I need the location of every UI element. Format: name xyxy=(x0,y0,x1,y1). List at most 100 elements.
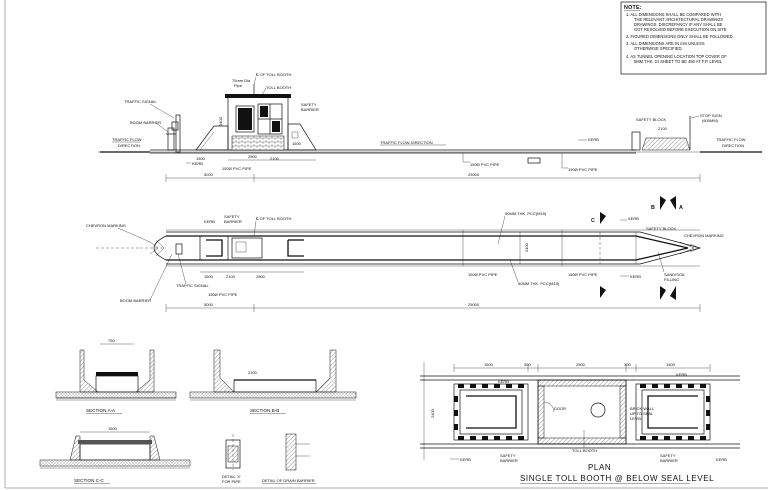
note-line: DRAWINGS. DISCREPANCY IF ANY SHALL BE xyxy=(634,22,723,27)
flow-direction-label: DIRECTION xyxy=(118,143,140,148)
safety-barrier-label: SAFETY xyxy=(500,453,516,458)
single-toll-booth-plan: DOOR 1500 300 2500 300 1500 2400 KERB xyxy=(420,362,740,484)
dim-label: 300 xyxy=(524,362,531,367)
safety-block-label: SAFETY BLOCK xyxy=(646,226,676,231)
note-line: 5MM THK. GI SHEET TO BE 450 AT F.P. LEVE… xyxy=(634,59,723,64)
section-marker-a: A xyxy=(670,196,683,300)
section-bb-title: SECTION B-B xyxy=(250,408,279,413)
detail-title: FOR PIPE xyxy=(222,479,241,484)
safety-barrier-label: SAFETY xyxy=(224,214,240,219)
kerb-label: KERB xyxy=(588,137,599,142)
flow-direction-label: TRAFFIC FLOW xyxy=(716,137,746,142)
notes-title: NOTE: xyxy=(624,5,642,11)
note-line: 2. FIGURED DIMENSIONS ONLY SHALL BE FOLL… xyxy=(626,34,734,39)
dim-label: 2500 xyxy=(248,154,258,159)
section-marker-b: B xyxy=(651,196,666,300)
note-line: 4. AS TUNNEL OPENING LOCATION TOP COVER … xyxy=(626,54,727,59)
dim-label: 5000 xyxy=(204,172,214,177)
toll-booth-label: TOLL BOOTH xyxy=(572,448,597,453)
pipe-label: 75mm Dia xyxy=(232,78,251,83)
door-label: DOOR xyxy=(554,406,566,411)
traffic-signal-post xyxy=(175,114,181,153)
note-line: OTHERWISE SPECIFIED. xyxy=(634,46,683,51)
dim-label: 3400 xyxy=(218,116,223,126)
dim-label: 2400 xyxy=(524,242,529,252)
section-aa: 750 SECTION A-A xyxy=(55,338,177,414)
dim-label: 2500 xyxy=(256,274,266,279)
dim-label: 1500 xyxy=(108,426,118,431)
kerb-label: KERB xyxy=(628,216,639,221)
pvc-pipe-label: 150Ø PVC PIPE xyxy=(468,272,498,277)
dim-label: 1500 xyxy=(292,141,302,146)
brick-wall-label: UP TO SEAL xyxy=(630,411,654,416)
pipe-label: Pipe xyxy=(234,83,243,88)
section-marker-c: C xyxy=(591,212,606,298)
pvc-pipe-label: 150Ø PVC PIPE xyxy=(470,162,500,167)
kerb-label: KERB xyxy=(204,219,215,224)
dim-label: 25000 xyxy=(468,302,480,307)
booth-door xyxy=(235,105,255,133)
dim-label: 1500 xyxy=(204,274,214,279)
pcc-label: 50MM THK. PCC(M15) xyxy=(505,211,547,216)
kerb-label: KERB xyxy=(716,457,727,462)
kerb-label: KERB xyxy=(676,372,687,377)
toll-booth-centerline-label: ℄ OF TOLL BOOTH xyxy=(256,72,292,77)
svg-text:A: A xyxy=(679,205,683,211)
door-swing xyxy=(543,401,555,413)
dim-label: 1500 xyxy=(196,156,206,161)
toll-booth-centerline-label: ℄ OF TOLL BOOTH xyxy=(256,216,292,221)
safety-barrier-label: SAFETY xyxy=(301,102,317,107)
notes-box: NOTE: 1. ALL DIMENSIONS SHALL BE COMPARE… xyxy=(620,1,767,75)
section-aa-title: SECTION A-A xyxy=(86,408,116,413)
toll-booth-label: TOLL BOOTH xyxy=(266,85,291,90)
note-line: 1. ALL DIMENSIONS SHALL BE COMPARED WITH xyxy=(626,12,721,17)
traffic-signal-label: TRAFFIC SIGNAL xyxy=(124,99,157,104)
island-outline xyxy=(166,235,689,261)
pvc-pipe-label: 150Ø PVC PIPE xyxy=(568,167,598,172)
plan-view: CHEVRON MARKING CHEVRON MARKING KERB SAF… xyxy=(86,196,724,312)
section-cc: 1500 SECTION C-C xyxy=(39,426,191,484)
pcc-label: 50MM THK. PCC(M15) xyxy=(518,281,560,286)
sand-filling-label: SAND/SOIL xyxy=(664,272,686,277)
flow-direction-label: TRAFFIC FLOW xyxy=(112,137,142,142)
safety-barrier-label: BARRIER xyxy=(224,219,242,224)
dim-label: 2100 xyxy=(248,370,258,375)
booth-plan-room xyxy=(537,379,627,445)
pvc-pipe-label: 150Ø PVC PIPE xyxy=(222,166,252,171)
pvc-pipe-label: 150Ø PVC PIPE xyxy=(568,272,598,277)
pvc-pipe-label: 150Ø PVC PIPE xyxy=(208,292,238,297)
note-line: GOT RESOLVED BEFORE EXECUTION ON SITE xyxy=(634,27,727,32)
dim-label: 300 xyxy=(624,362,631,367)
detail-title: DETAIL 'X' xyxy=(222,474,241,479)
safety-barrier-label: BARRIER xyxy=(500,458,518,463)
dim-label: 2100 xyxy=(658,126,668,131)
chevron-marking-label: CHEVRON MARKING xyxy=(684,233,724,238)
stop-sign-label: (600MM) xyxy=(702,118,719,123)
section-cc-title: SECTION C-C xyxy=(74,478,105,483)
dim-label: 2400 xyxy=(430,408,435,418)
dim-label: 2100 xyxy=(226,274,236,279)
toll-booth-plan xyxy=(231,237,263,259)
brick-wall-label: BRICK WALL xyxy=(630,406,655,411)
section-bb: 2100 SECTION B-B xyxy=(189,349,357,414)
dim-label: 2500 xyxy=(576,362,586,367)
flow-direction-label: DIRECTION xyxy=(722,143,744,148)
note-line: THE RELEVANT ARCHITECTURAL DRAWINGS xyxy=(634,17,723,22)
traffic-signal-label: TRAFFIC SIGNAL xyxy=(176,283,209,288)
safety-barrier-label: SAFETY xyxy=(660,453,676,458)
svg-text:C: C xyxy=(591,218,595,224)
kerb-label: KERB xyxy=(192,161,203,166)
flow-direction-label: TRAFFIC FLOW DIRECTION xyxy=(380,140,433,145)
chevron-marking-left xyxy=(153,235,167,261)
kerb-label: KERB xyxy=(460,457,471,462)
stop-sign-label: STOP SIGN xyxy=(700,113,722,118)
dim-label: 1500 xyxy=(666,362,676,367)
dim-label: 750 xyxy=(108,338,115,343)
dim-label: 5000 xyxy=(204,302,214,307)
boom-barrier-label: BOOM BARRIER xyxy=(120,298,151,303)
svg-text:B: B xyxy=(651,205,655,211)
safety-block xyxy=(641,137,691,151)
detail-drain-barrier: DETAIL OF DRAIN BARRIER xyxy=(262,433,316,484)
chevron-marking-right xyxy=(689,243,701,253)
